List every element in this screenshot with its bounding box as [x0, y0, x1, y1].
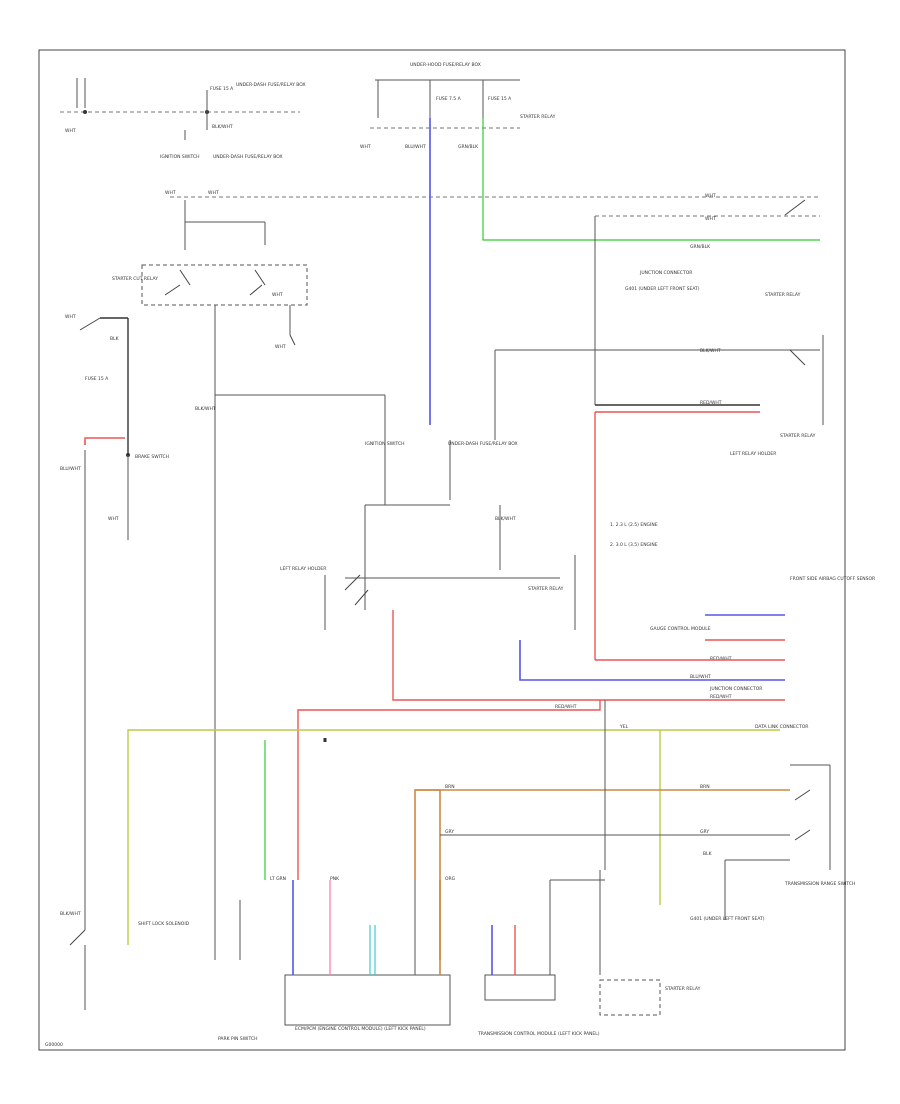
wire-label-junc: JUNCTION CONNECTOR — [709, 686, 762, 692]
ground-label-r: G401 (UNDER LEFT FRONT SEAT) — [690, 916, 765, 922]
wire-label-blk-left: BLK — [110, 336, 120, 342]
under-hood-fuse-box: UNDER-HOOD FUSE/RELAY BOX FUSE 7.5 A FUS… — [360, 62, 556, 150]
bottom-right-relay: STARTER RELAY — [550, 870, 701, 1016]
wire-label-gry-r: GRY — [700, 829, 709, 835]
legend-line-1: 1. 2.3 L (2.5) ENGINE — [610, 522, 658, 528]
wire-label-bluwht-top: BLU/WHT — [405, 144, 426, 150]
transmission-range-label: TRANSMISSION RANGE SWITCH — [784, 881, 855, 887]
wire-label-wht-1: WHT — [65, 128, 76, 134]
tcm-label: TRANSMISSION CONTROL MODULE (LEFT KICK P… — [477, 1031, 600, 1037]
wire-label-blue-low: BLU/WHT — [690, 674, 711, 680]
wire-label-blkwht-1: BLK/WHT — [212, 124, 233, 130]
starter-relay-right: STARTER RELAY — [765, 292, 801, 298]
diagram-frame — [38, 49, 846, 1051]
starter-cut-relay: STARTER CUT RELAY WHT WHT — [112, 264, 308, 350]
bottom-modules: ECM/PCM (ENGINE CONTROL MODULE) (LEFT KI… — [214, 876, 600, 1042]
wire-label-org: BRN — [445, 784, 455, 790]
starter-relay-box-label: STARTER RELAY — [528, 586, 564, 592]
data-link-label: DATA LINK CONNECTOR — [755, 724, 808, 730]
fuse-box-left: FUSE 15 A — [85, 376, 109, 382]
red-wire-lower — [392, 610, 785, 701]
fuse-label-top: FUSE 15 A — [210, 86, 234, 92]
relay-br-label: STARTER RELAY — [665, 986, 701, 992]
blue-wire-lower — [519, 640, 785, 681]
wire-label-blk-r: BLK — [703, 851, 713, 857]
wire-label-ltgrn: LT GRN — [270, 876, 286, 882]
ignition-switch: IGNITION SWITCH UNDER-DASH FUSE/RELAY BO… — [160, 130, 820, 250]
wire-label-blk-bottom: BLK/WHT — [60, 911, 81, 917]
wire-label-wht-left2: WHT — [108, 516, 119, 522]
wire-label-red-r2: RED/WHT — [710, 656, 732, 662]
wire-label-wht-r2: WHT — [705, 216, 716, 222]
yellow-wire — [127, 729, 780, 945]
right-upper-circuit: WHT WHT JUNCTION CONNECTOR G401 (UNDER L… — [494, 193, 824, 457]
hot-at-all-times-group: FUSE 15 A UNDER-DASH FUSE/RELAY BOX WHT … — [60, 78, 306, 134]
wire-label-grnblk-right: GRN/BLK — [690, 244, 711, 250]
wire-label-wht-left: WHT — [65, 314, 76, 320]
left-relay-holder-box: LEFT RELAY HOLDER STARTER RELAY 1. 2.3 L… — [280, 522, 658, 630]
wire-label-wht-3: WHT — [208, 190, 219, 196]
center-connectors: IGNITION SWITCH UNDER-DASH FUSE/RELAY BO… — [364, 440, 518, 610]
ignition-label-2: UNDER-DASH FUSE/RELAY BOX — [213, 154, 283, 160]
ground-note: G401 (UNDER LEFT FRONT SEAT) — [625, 286, 700, 292]
wire-label-wht-2: WHT — [165, 190, 176, 196]
under-dash-fuse-label: UNDER-DASH FUSE/RELAY BOX — [236, 82, 306, 88]
transmission-range-switch: BLK TRANSMISSION RANGE SWITCH G401 (UNDE… — [690, 764, 855, 922]
left-starter-branch: WHT BLK FUSE 15 A BRAKE SWITCH BLU/WHT W… — [60, 314, 190, 1010]
starter-cut-relay-label: STARTER CUT RELAY — [112, 276, 158, 282]
orange-wire-2 — [415, 789, 441, 960]
footer-code: G00000 — [45, 1042, 63, 1048]
fuse-b-label: FUSE 15 A — [488, 96, 512, 102]
wire-label-red-mid: RED/WHT — [555, 704, 577, 710]
red-wire-vertical — [297, 700, 601, 880]
legend-line-2: 2. 3.0 L (3.5) ENGINE — [610, 542, 658, 548]
relay-label-c1: IGNITION SWITCH — [365, 441, 405, 447]
park-pin-label: PARK PIN SWITCH — [218, 1036, 258, 1042]
wire-label-yel: YEL — [619, 724, 629, 730]
wire-label-grnblk-top: GRN/BLK — [458, 144, 479, 150]
relay-tag: WHT — [272, 292, 283, 298]
fuse-a-label: FUSE 7.5 A — [436, 96, 462, 102]
gauge-label: GAUGE CONTROL MODULE — [650, 626, 711, 632]
wire-label-wht-relay: WHT — [275, 344, 286, 350]
wire-label-pnk: PNK — [330, 876, 340, 882]
wire-label-gry: GRY — [445, 829, 454, 835]
green-wire — [482, 118, 820, 241]
ignition-label-1: IGNITION SWITCH — [160, 154, 200, 160]
relay-label-c2: UNDER-DASH FUSE/RELAY BOX — [448, 441, 518, 447]
starter-label-r: STARTER RELAY — [780, 433, 816, 439]
wire-label-orange-b: ORG — [445, 876, 456, 882]
front-side-label: FRONT SIDE AIRBAG CUTOFF SENSOR — [790, 576, 875, 582]
wire-label-blkwht-r: BLK/WHT — [700, 348, 721, 354]
relay-note: STARTER RELAY — [520, 114, 556, 120]
wire-label-bluwht-left: BLU/WHT — [60, 466, 81, 472]
wire-label-red-r: RED/WHT — [700, 400, 722, 406]
wire-label-red-low: RED/WHT — [710, 694, 732, 700]
junction-note: JUNCTION CONNECTOR — [639, 270, 692, 276]
brake-switch-label: BRAKE SWITCH — [135, 454, 169, 460]
shift-lock-label: SHIFT LOCK SOLENOID — [138, 921, 190, 927]
wire-label-wht-top: WHT — [360, 144, 371, 150]
ecm-label: ECM/PCM (ENGINE CONTROL MODULE) (LEFT KI… — [295, 1026, 426, 1032]
wire-label-org-r: BRN — [700, 784, 710, 790]
right-connectors: FRONT SIDE AIRBAG CUTOFF SENSOR GAUGE CO… — [594, 345, 875, 662]
left-relay-holder-label: LEFT RELAY HOLDER — [280, 566, 326, 572]
wire-label-blkwht-c: BLK/WHT — [495, 516, 516, 522]
left-relay-label: LEFT RELAY HOLDER — [730, 451, 776, 457]
fuse-box-label: UNDER-HOOD FUSE/RELAY BOX — [410, 62, 481, 68]
wire-label-blkwht-trunk: BLK/WHT — [195, 406, 216, 412]
wire-label-wht-r1: WHT — [705, 193, 716, 199]
